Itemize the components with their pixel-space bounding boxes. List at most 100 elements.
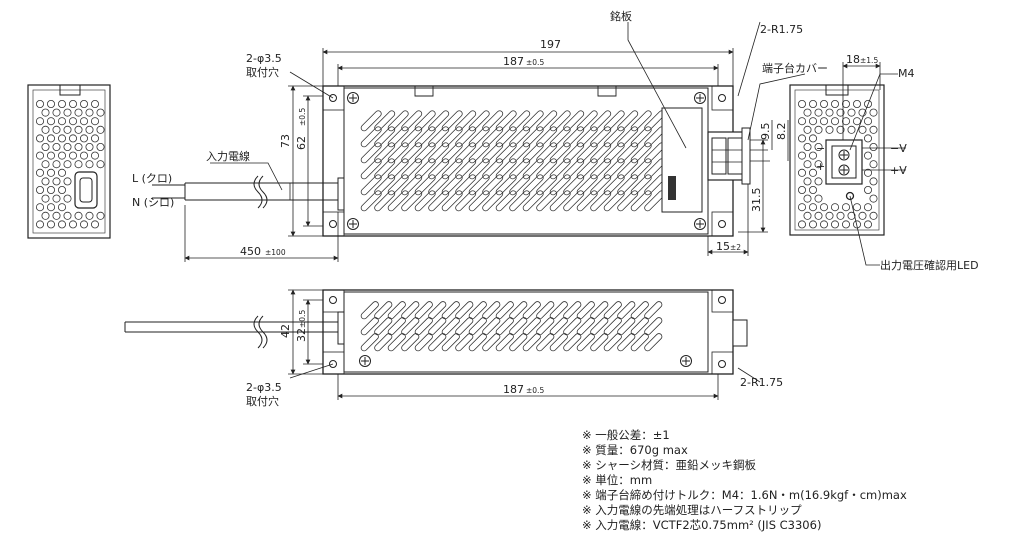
vent-slot — [455, 126, 477, 148]
vent-hole — [91, 220, 100, 229]
vent-hole — [36, 185, 45, 194]
vent-slot — [495, 301, 514, 320]
vent-slot — [536, 158, 558, 180]
vent-slot — [509, 301, 528, 320]
vent-slot — [563, 301, 582, 320]
vent-slot — [522, 174, 544, 196]
vent-slot — [522, 142, 544, 164]
screw-icon — [694, 92, 706, 104]
vent-slot — [401, 301, 420, 320]
vent-hole — [58, 168, 67, 177]
vent-hole — [842, 117, 851, 126]
vent-slot — [630, 110, 652, 132]
vent-slot — [360, 301, 379, 320]
vent-hole — [814, 194, 823, 203]
vent-hole — [91, 117, 100, 126]
vent-hole — [36, 134, 45, 143]
dim-body-length-tol: ±0.5 — [526, 58, 544, 67]
vent-hole — [69, 117, 78, 126]
vent-slot — [374, 317, 393, 336]
vent-hole — [803, 142, 812, 151]
vent-hole — [47, 151, 56, 160]
note-line: ※ 入力電線：VCTF2芯0.75mm² (JIS C3306) — [582, 518, 822, 532]
dim-31-5: 31.5 — [750, 188, 763, 213]
vent-hole — [96, 108, 105, 117]
mounting-hole-label: 2-φ3.5 — [246, 52, 282, 65]
vent-slot — [441, 110, 463, 132]
left-end-view — [27, 84, 111, 239]
vent-hole — [69, 100, 78, 109]
note-line: ※ 単位：mm — [582, 473, 653, 487]
vent-slot — [536, 174, 558, 196]
vent-slot — [441, 333, 460, 352]
vent-hole — [864, 203, 873, 212]
vent-hole — [858, 108, 867, 117]
vent-slot — [428, 142, 450, 164]
vent-slot — [374, 174, 396, 196]
vent-slot — [495, 110, 517, 132]
vent-slot — [549, 126, 571, 148]
vent-hole — [41, 194, 50, 203]
corner-radius-label: 2-R1.75 — [760, 23, 803, 36]
vent-slot — [522, 333, 541, 352]
vent-hole — [814, 142, 823, 151]
vent-hole — [52, 160, 61, 169]
vent-hole — [47, 134, 56, 143]
vent-slot — [630, 190, 652, 212]
top-view — [322, 85, 751, 237]
vent-hole — [798, 151, 807, 160]
vent-hole — [47, 117, 56, 126]
vent-slot — [630, 301, 649, 320]
vent-slot — [495, 158, 517, 180]
vent-slot — [617, 142, 639, 164]
vent-hole — [96, 125, 105, 134]
dim-bottom-length-tol: ±0.5 — [526, 386, 544, 395]
vent-slot — [387, 317, 406, 336]
vent-hole — [809, 220, 818, 229]
dim-wire-length-tol: ±100 — [265, 248, 286, 257]
minus-sign: − — [816, 142, 825, 155]
note-line: ※ 入力電線の先端処理はハーフストリップ — [582, 503, 802, 517]
vent-slot — [495, 174, 517, 196]
vent-slot — [617, 174, 639, 196]
vent-slot — [603, 126, 625, 148]
dim-overall-length: 197 — [540, 38, 561, 51]
vent-slot — [603, 158, 625, 180]
vent-slot — [536, 142, 558, 164]
plus-sign: + — [816, 160, 825, 173]
vent-slot — [617, 301, 636, 320]
vent-slot — [617, 126, 639, 148]
vent-slot — [387, 142, 409, 164]
vent-slot — [468, 142, 490, 164]
vent-slot — [374, 190, 396, 212]
vent-slot — [590, 317, 609, 336]
vent-hole — [41, 125, 50, 134]
vent-hole — [96, 211, 105, 220]
vent-slot — [617, 110, 639, 132]
vent-slot — [522, 317, 541, 336]
vent-slot — [630, 174, 652, 196]
vent-slot — [644, 333, 663, 352]
vent-slot — [360, 174, 382, 196]
vent-hole — [52, 194, 61, 203]
vent-hole — [864, 185, 873, 194]
vent-hole — [96, 142, 105, 151]
vent-hole — [825, 108, 834, 117]
vent-slot — [482, 110, 504, 132]
vent-slot — [414, 142, 436, 164]
vent-hole — [36, 151, 45, 160]
vent-slot — [455, 301, 474, 320]
vent-hole — [47, 220, 56, 229]
vent-hole — [58, 151, 67, 160]
vent-slot — [374, 158, 396, 180]
vent-slot — [536, 317, 555, 336]
vent-slot — [441, 190, 463, 212]
vent-slot — [468, 317, 487, 336]
vent-slot — [387, 190, 409, 212]
vent-slot — [549, 333, 568, 352]
vent-hole — [803, 160, 812, 169]
vent-hole — [814, 125, 823, 134]
vent-hole — [63, 108, 72, 117]
vent-slot — [374, 126, 396, 148]
vent-slot — [563, 126, 585, 148]
